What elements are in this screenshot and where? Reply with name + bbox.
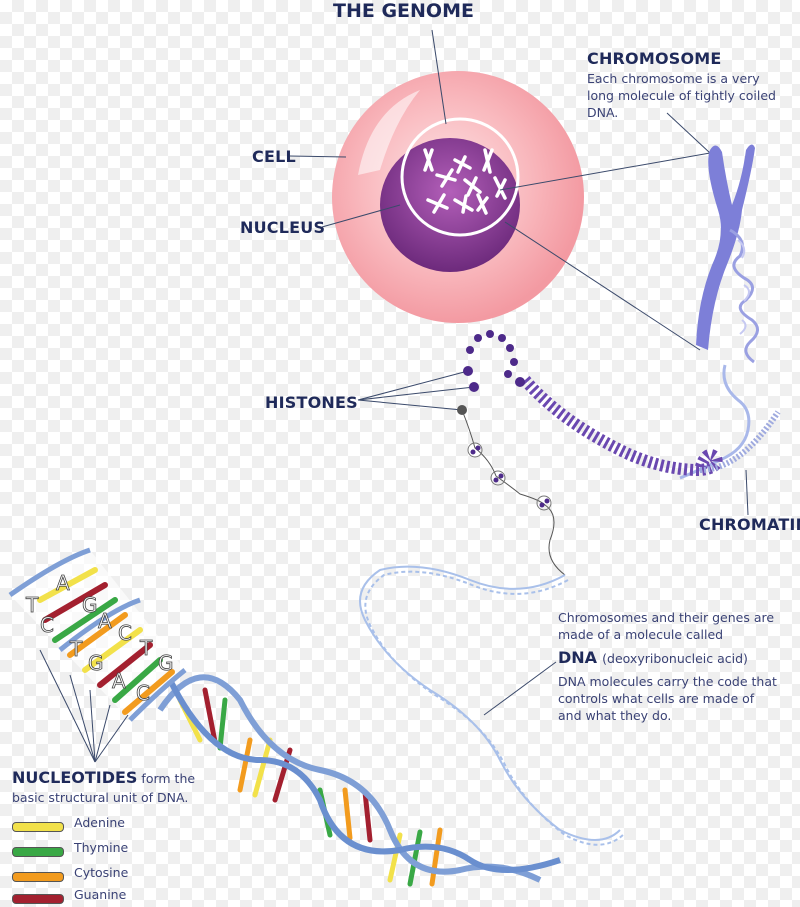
- nucleotide-letter: G: [88, 651, 104, 675]
- nucleotide-letter: C: [136, 681, 150, 705]
- nucleotides-term: NUCLEOTIDES: [12, 768, 138, 787]
- legend-label: Thymine: [74, 840, 129, 855]
- dna-intro-text: Chromosomes and their genes are made of …: [558, 610, 775, 642]
- histones-label: HISTONES: [265, 393, 358, 412]
- legend-swatch: [12, 847, 64, 857]
- dna-helix-graphic: [157, 674, 561, 887]
- chromatin-label: CHROMATIN: [699, 515, 800, 534]
- nucleotide-letter: G: [82, 593, 98, 617]
- nucleus-label: NUCLEUS: [240, 218, 326, 237]
- legend-label: Cytosine: [74, 865, 129, 880]
- chromosome-description: Each chromosome is a very long molecule …: [587, 71, 776, 120]
- loose-dna-graphic: [359, 565, 625, 846]
- nucleotide-letter: C: [40, 613, 54, 637]
- mini-chromosomes: [423, 148, 507, 215]
- nucleotide-letter: T: [25, 593, 39, 617]
- nucleotide-strip-graphic: A T C G T A G C A C T G: [8, 547, 187, 763]
- nucleotide-letter: A: [112, 669, 126, 693]
- nucleotide-letter: C: [118, 621, 132, 645]
- nucleotides-description: form the basic structural unit of DNA.: [12, 771, 196, 805]
- cell-label: CELL: [252, 147, 296, 166]
- chromatin-graphic: [520, 364, 781, 480]
- chromosome-graphic: [696, 144, 759, 364]
- nucleotides-caption: NUCLEOTIDES form the basic structural un…: [12, 768, 212, 806]
- dna-term: DNA: [558, 648, 598, 667]
- nucleotide-letter: A: [98, 609, 112, 633]
- legend-label: Adenine: [74, 815, 125, 830]
- legend-swatch: [12, 894, 64, 904]
- nucleus-graphic: [380, 117, 520, 272]
- dna-heading: DNA (deoxyribonucleic acid): [558, 648, 748, 667]
- nucleotide-letter: T: [69, 637, 83, 661]
- nucleotide-letters: A T C G T A G C A C T G: [25, 571, 174, 706]
- legend-swatch: [12, 872, 64, 882]
- legend-swatch: [12, 822, 64, 832]
- page-title: THE GENOME: [333, 0, 474, 22]
- nucleotide-letter: T: [139, 636, 153, 660]
- dna-full-name: (deoxyribonucleic acid): [602, 651, 748, 666]
- legend-label: Guanine: [74, 887, 127, 902]
- nucleotide-letter: G: [158, 651, 174, 675]
- nucleotide-letter: A: [56, 571, 70, 595]
- leader-lines: [289, 29, 749, 716]
- histones-graphic: [457, 330, 566, 576]
- chromosome-label: CHROMOSOME: [587, 49, 722, 68]
- dna-description: DNA molecules carry the code that contro…: [558, 674, 777, 723]
- nucleotide-pointer-lines: [39, 649, 129, 763]
